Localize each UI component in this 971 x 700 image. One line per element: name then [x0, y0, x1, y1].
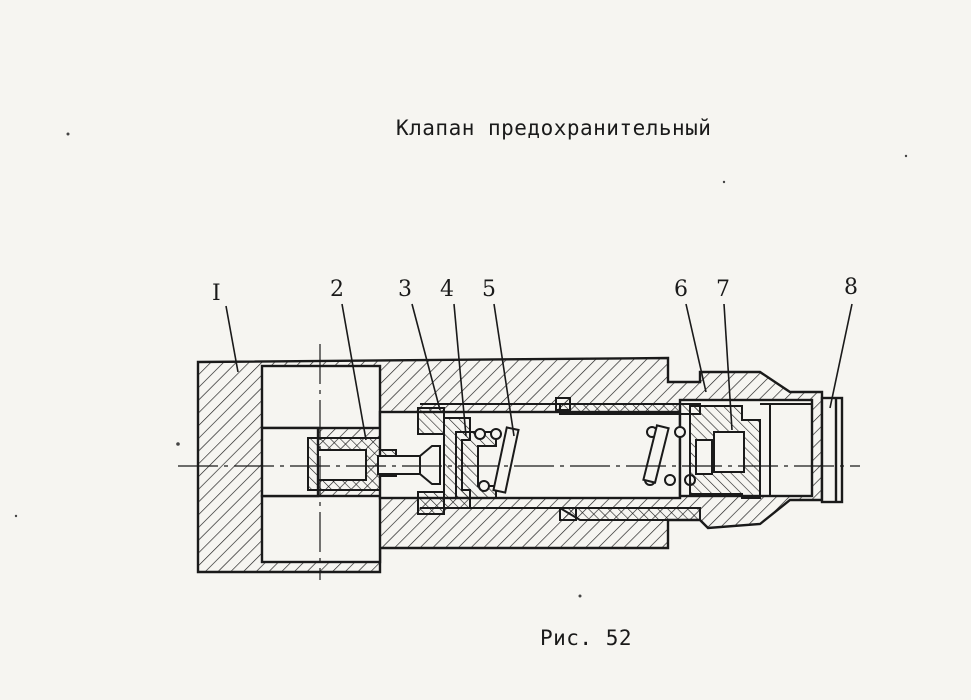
leader-lines	[225, 303, 853, 441]
part-label-8: 8	[844, 275, 858, 300]
cap-nut	[760, 403, 812, 497]
part-label-6: 6	[674, 277, 688, 302]
end-plug	[820, 396, 844, 504]
part-label-7: 7	[716, 277, 730, 302]
part-label-1: I	[212, 281, 221, 306]
spring	[474, 424, 696, 494]
center-lines	[178, 344, 860, 580]
part-label-2: 2	[330, 277, 344, 302]
poppet	[377, 445, 441, 485]
part-label-5: 5	[482, 277, 496, 302]
paper-specks	[14, 132, 908, 598]
part-label-4: 4	[440, 277, 454, 302]
part-label-3: 3	[398, 277, 412, 302]
adjusting-screw	[689, 405, 761, 499]
part-labels: I 2 3 4 5 6 7 8	[212, 275, 858, 306]
figure-caption: Рис. 52	[540, 626, 633, 650]
seat-insert	[307, 437, 397, 491]
valve-sleeve	[420, 397, 701, 521]
figure-title: Клапан предохранительный	[396, 116, 712, 140]
